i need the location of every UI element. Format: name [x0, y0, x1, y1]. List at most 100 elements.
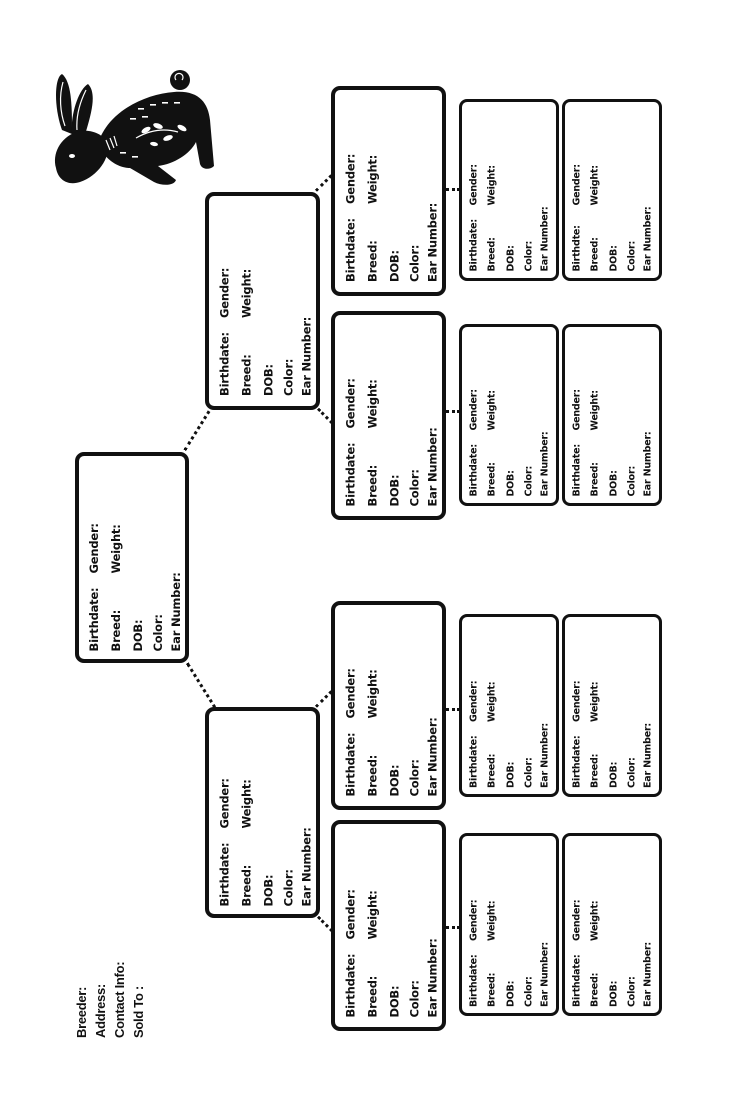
gender-label: Gender: [217, 267, 231, 318]
breed-label: Breed: [486, 237, 498, 272]
birthdate-label: Birthdate: [571, 444, 583, 497]
ear-number-label: Ear Number: [425, 716, 439, 796]
weight-label: Weight: [239, 778, 253, 828]
breed-label: Breed: [589, 462, 601, 497]
color-label: Color: [523, 756, 535, 788]
grandparent-box-2[interactable]: Birthdate: Breed: DOB: Color: Ear Number… [331, 311, 446, 520]
great-grandparent-box-7[interactable]: Birthdate: Breed: DOB: Color: Ear Number… [459, 833, 559, 1016]
dob-label: DOB: [608, 761, 620, 788]
connector-gp3-to-ggp [446, 708, 460, 711]
dob-label: DOB: [608, 245, 620, 272]
breed-label: Breed: [365, 754, 379, 796]
great-grandparent-box-8[interactable]: Birthdate: Breed: DOB: Color: Ear Number… [562, 833, 662, 1016]
breed-label: Breed: [365, 975, 379, 1017]
gender-label: Gender: [468, 680, 480, 722]
weight-label: Weight: [589, 900, 601, 941]
ear-number-label: Ear Number: [539, 206, 551, 272]
birthdate-label: Birthdate: [217, 842, 231, 906]
sold-to-label: Sold To : [131, 986, 146, 1038]
color-label: Color: [523, 240, 535, 272]
great-grandparent-box-5[interactable]: Birthdate: Breed: DOB: Color: Ear Number… [459, 614, 559, 797]
great-grandparent-box-1[interactable]: Birthdate: Breed: DOB: Color: Ear Number… [459, 99, 559, 281]
weight-label: Weight: [486, 681, 498, 722]
connector-parent-bottom-to-gp3 [314, 690, 333, 708]
ear-number-label: Ear Number: [425, 937, 439, 1017]
breed-label: Breed: [589, 237, 601, 272]
ear-number-label: Ear Number: [169, 571, 183, 651]
weight-label: Weight: [589, 165, 601, 206]
ear-number-label: Ear Number: [539, 941, 551, 1007]
dob-label: DOB: [505, 761, 517, 788]
breed-label: Breed: [486, 753, 498, 788]
dob-label: DOB: [608, 980, 620, 1007]
color-label: Color: [626, 975, 638, 1007]
breed-label: Breed: [109, 609, 123, 651]
color-label: Color: [626, 756, 638, 788]
breed-label: Breed: [239, 354, 253, 396]
birthdate-label: Birthdate: [571, 735, 583, 788]
weight-label: Weight: [239, 268, 253, 318]
connector-gp2-to-ggp [446, 410, 460, 413]
birthdate-label: Birthdate: [468, 444, 480, 497]
ear-number-label: Ear Number: [299, 316, 313, 396]
color-label: Color: [626, 240, 638, 272]
gender-label: Gender: [343, 377, 357, 428]
ear-number-label: Ear Number: [642, 722, 654, 788]
gender-label: Gender: [571, 680, 583, 722]
dob-label: DOB: [505, 980, 517, 1007]
dob-label: DOB: [505, 470, 517, 497]
connector-gp4-to-ggp [446, 926, 460, 929]
grandparent-box-1[interactable]: Birthdate: Breed: DOB: Color: Ear Number… [331, 86, 446, 296]
great-grandparent-box-6[interactable]: Birthdate: Breed: DOB: Color: Ear Number… [562, 614, 662, 797]
gender-label: Gender: [571, 389, 583, 431]
dob-label: DOB: [387, 985, 401, 1017]
weight-label: Weight: [365, 378, 379, 428]
grandparent-box-4[interactable]: Birthdate: Breed: DOB: Color: Ear Number… [331, 820, 446, 1031]
birthdate-label: Birthdate: [343, 732, 357, 796]
great-grandparent-box-3[interactable]: Birthdate: Breed: DOB: Color: Ear Number… [459, 324, 559, 506]
parent-box-top[interactable]: Birthdate: Breed: DOB: Color: Ear Number… [205, 192, 320, 410]
grandparent-box-3[interactable]: Birthdate: Breed: DOB: Color: Ear Number… [331, 601, 446, 810]
ear-number-label: Ear Number: [642, 431, 654, 497]
color-label: Color: [407, 758, 421, 796]
color-label: Color: [407, 979, 421, 1017]
breed-label: Breed: [486, 462, 498, 497]
dob-label: DOB: [608, 470, 620, 497]
weight-label: Weight: [365, 668, 379, 718]
weight-label: Weight: [589, 390, 601, 431]
ear-number-label: Ear Number: [539, 431, 551, 497]
weight-label: Weight: [109, 523, 123, 573]
gender-label: Gender: [468, 389, 480, 431]
gender-label: Gender: [87, 522, 101, 573]
subject-rabbit-box[interactable]: Birthdate: Breed: DOB: Color: Ear Number… [75, 452, 189, 663]
parent-box-bottom[interactable]: Birthdate: Breed: DOB: Color: Ear Number… [205, 707, 320, 918]
great-grandparent-box-2[interactable]: Birthdte: Breed: DOB: Color: Ear Number:… [562, 99, 662, 281]
birthdate-label: Birthdate: [468, 954, 480, 1007]
color-label: Color: [151, 613, 165, 651]
birthdate-label: Birthdate: [217, 332, 231, 396]
breed-label: Breed: [486, 972, 498, 1007]
color-label: Color: [626, 465, 638, 497]
weight-label: Weight: [486, 900, 498, 941]
birthdate-label: Birthdate: [343, 218, 357, 282]
ear-number-label: Ear Number: [425, 426, 439, 506]
contact-info-label: Contact Info: [112, 961, 127, 1038]
weight-label: Weight: [486, 165, 498, 206]
dob-label: DOB: [387, 474, 401, 506]
ear-number-label: Ear Number: [642, 941, 654, 1007]
birthdate-label: Birthdate: [87, 587, 101, 651]
gender-label: Gender: [343, 153, 357, 204]
breed-label: Breed: [589, 753, 601, 788]
gender-label: Gender: [217, 777, 231, 828]
breeder-label: Breeder: [74, 986, 89, 1038]
gender-label: Gender: [343, 888, 357, 939]
rabbit-illustration-icon [54, 70, 214, 185]
dob-label: DOB: [131, 619, 145, 651]
gender-label: Gender: [571, 164, 583, 206]
great-grandparent-box-4[interactable]: Birthdate: Breed: DOB: Color: Ear Number… [562, 324, 662, 506]
weight-label: Weight: [589, 681, 601, 722]
color-label: Color: [407, 244, 421, 282]
dob-label: DOB: [387, 250, 401, 282]
gender-label: Gender: [468, 899, 480, 941]
